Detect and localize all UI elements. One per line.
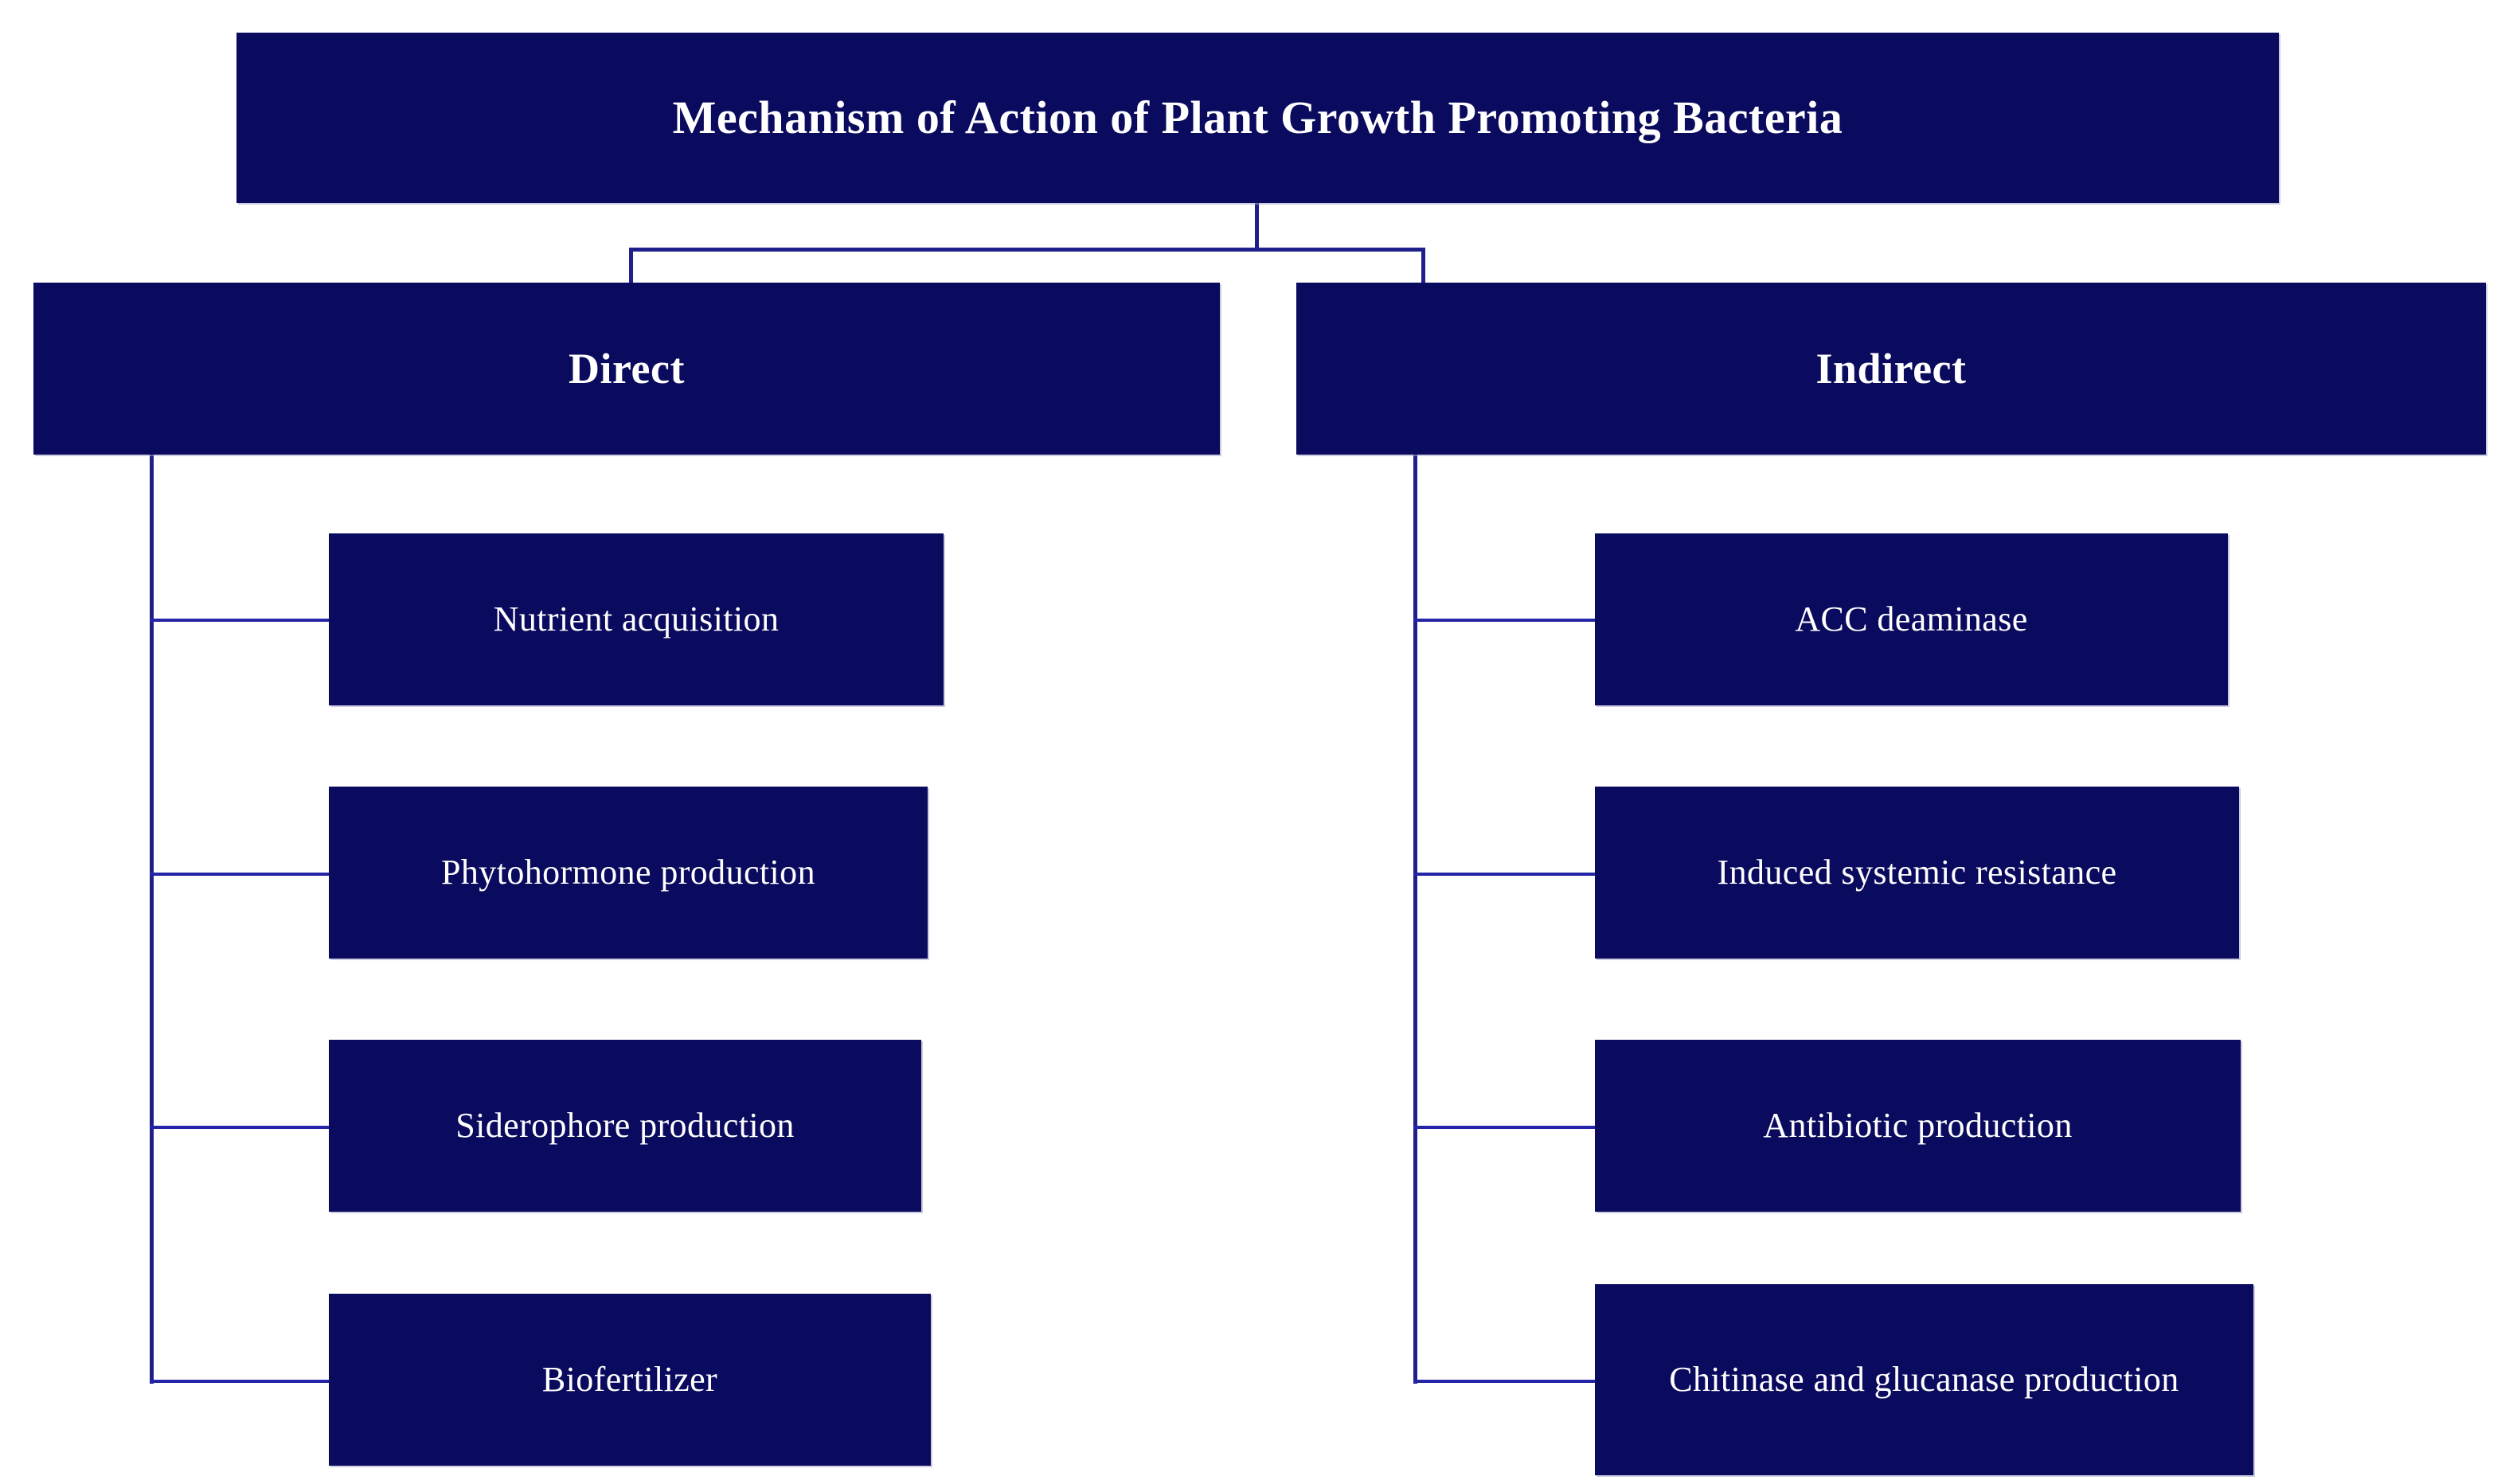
diagram-title-box: Mechanism of Action of Plant Growth Prom… [236,33,2279,203]
branch-box-indirect: Indirect [1296,283,2486,455]
branch-label-indirect: Indirect [1815,344,1967,392]
connector-left-4 [150,1380,331,1383]
leaf-label-siderophore-production: Siderophore production [455,1106,795,1146]
leaf-box-biofertilizer: Biofertilizer [329,1294,931,1466]
leaf-label-induced-systemic-resistance: Induced systemic resistance [1717,853,2117,892]
connector-title-stem [1255,203,1259,249]
leaf-box-antibiotic-production: Antibiotic production [1595,1040,2241,1212]
leaf-label-phytohormone-production: Phytohormone production [441,853,815,892]
connector-left-spine [150,454,154,1384]
connector-right-2 [1413,873,1598,876]
connector-direct-drop [629,248,633,284]
leaf-label-antibiotic-production: Antibiotic production [1763,1106,2073,1146]
leaf-label-biofertilizer: Biofertilizer [541,1360,718,1400]
branch-box-direct: Direct [33,283,1220,455]
leaf-box-siderophore-production: Siderophore production [329,1040,921,1212]
connector-right-3 [1413,1126,1598,1129]
leaf-box-acc-deaminase: ACC deaminase [1595,533,2228,705]
leaf-box-nutrient-acquisition: Nutrient acquisition [329,533,944,705]
leaf-label-chitinase-glucanase-production: Chitinase and glucanase production [1669,1360,2179,1400]
connector-left-1 [150,619,331,622]
leaf-label-nutrient-acquisition: Nutrient acquisition [493,599,780,639]
diagram-title-text: Mechanism of Action of Plant Growth Prom… [672,91,1843,143]
connector-left-2 [150,873,331,876]
connector-title-bus [629,248,1425,252]
leaf-box-chitinase-glucanase-production: Chitinase and glucanase production [1595,1284,2253,1475]
connector-right-4 [1413,1380,1598,1383]
connector-right-1 [1413,619,1598,622]
connector-indirect-drop [1421,248,1425,284]
leaf-box-induced-systemic-resistance: Induced systemic resistance [1595,787,2239,959]
branch-label-direct: Direct [569,344,685,392]
connector-right-spine [1413,454,1417,1384]
connector-left-3 [150,1126,331,1129]
leaf-label-acc-deaminase: ACC deaminase [1795,599,2028,639]
leaf-box-phytohormone-production: Phytohormone production [329,787,928,959]
